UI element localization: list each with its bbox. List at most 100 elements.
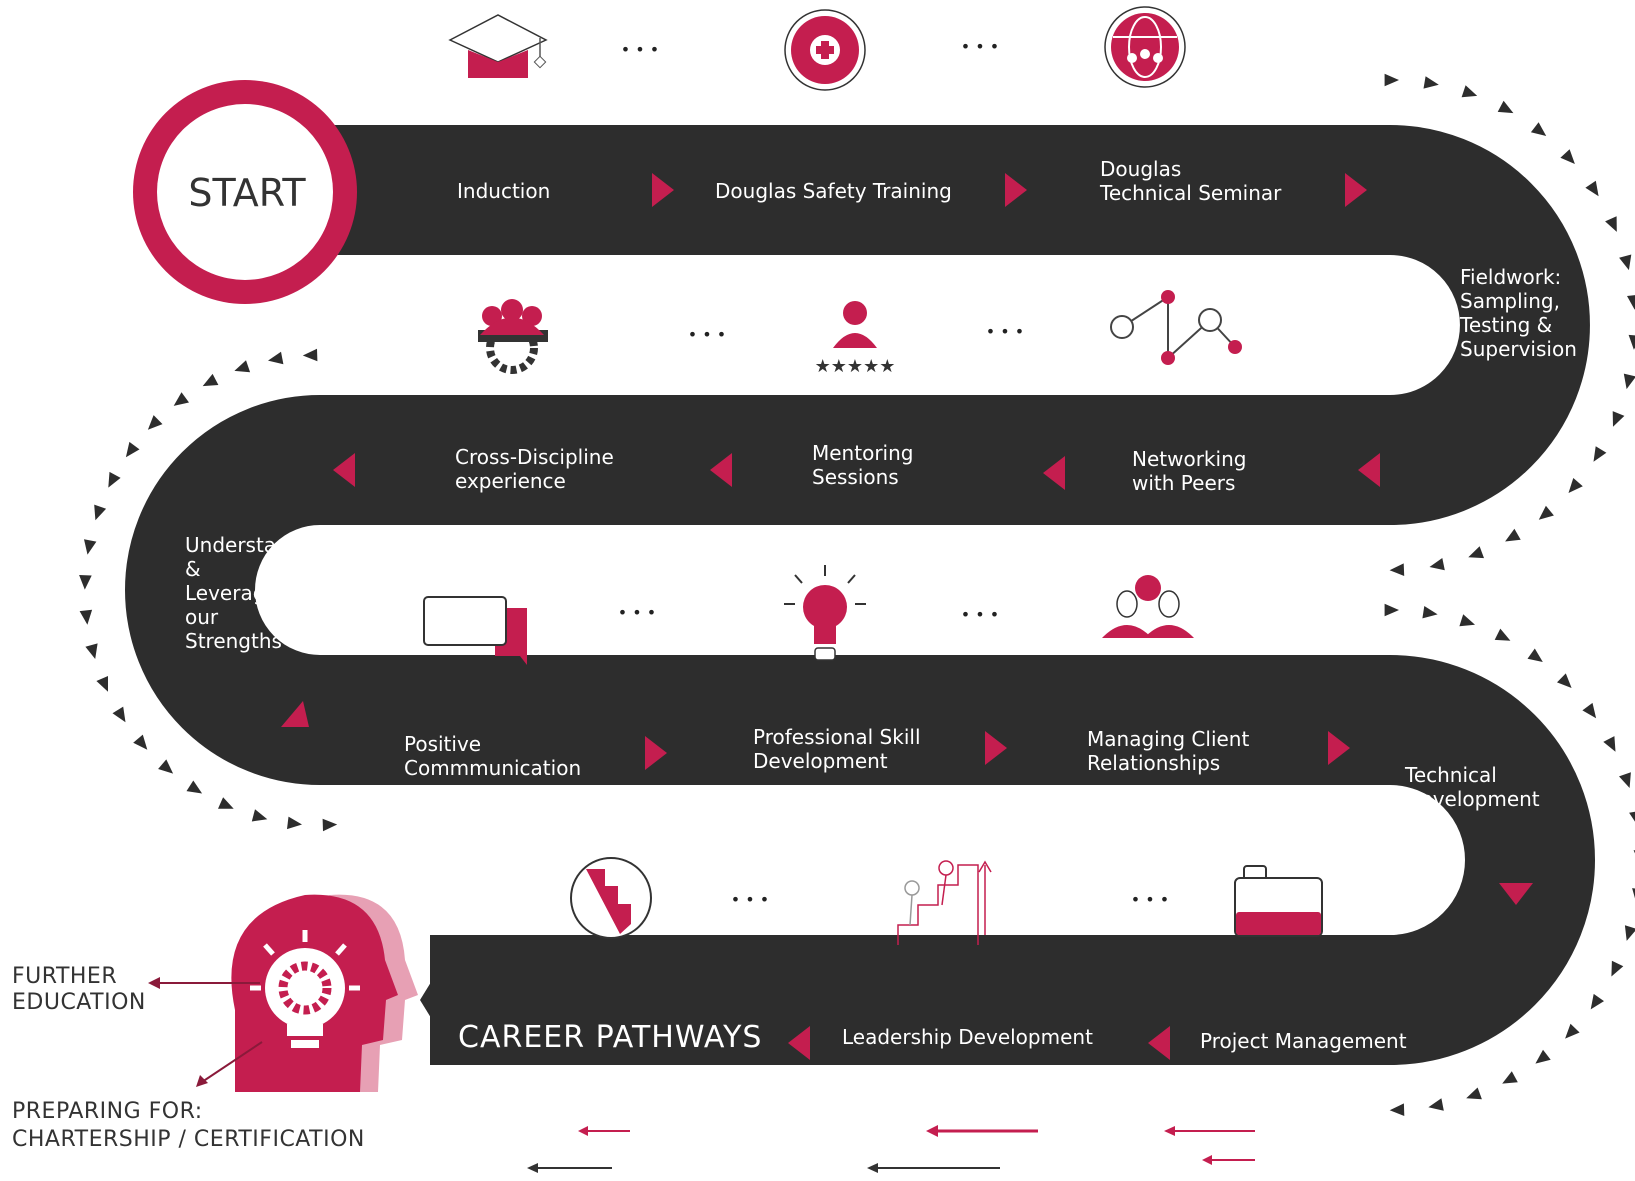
network-nodes-icon [1110, 290, 1242, 365]
tick-mark [1389, 1103, 1405, 1116]
step-label-line: Relationships [1087, 751, 1220, 775]
milestone-icons: ★★★★★ [231, 6, 1323, 1092]
tick-mark [1568, 478, 1583, 493]
step-label-line: Fieldwork: [1460, 265, 1561, 289]
tick-mark [1593, 446, 1607, 462]
direction-arrow [1148, 1026, 1170, 1060]
tick-mark [1468, 546, 1484, 559]
tick-mark [1384, 73, 1399, 87]
tick-mark [302, 348, 318, 362]
step-label-line: Douglas [1100, 157, 1181, 181]
step-label-row1-steps-1: Douglas Safety Training [715, 179, 952, 203]
step-label-row1-steps-0: Induction [457, 179, 550, 203]
step-label-line: Mentoring [812, 441, 913, 465]
direction-arrow [1358, 453, 1380, 487]
tick-mark [1502, 1071, 1518, 1084]
step-label-line: Testing & [1459, 313, 1552, 337]
dots-separator: • • • [731, 890, 769, 909]
direction-arrow [652, 173, 674, 207]
road-end-arrow-tip [420, 935, 460, 1065]
start-marker: START [133, 80, 357, 304]
head-lightbulb-gear-icon [231, 894, 418, 1092]
direction-arrow [1328, 731, 1350, 765]
tick-mark [158, 759, 174, 774]
tick-mark [1429, 558, 1445, 571]
first-aid-icon [784, 9, 866, 91]
climbing-help-icon [897, 860, 992, 945]
team-gear-icon [478, 299, 548, 374]
direction-arrow [645, 736, 667, 770]
tick-mark [125, 441, 140, 458]
dots-separator: • • • [1131, 890, 1169, 909]
tick-mark [202, 373, 219, 387]
outcome-preparing: PREPARING FOR: CHARTERSHIP / CERTIFICATIO… [12, 1041, 365, 1152]
dots-separator: • • • [688, 325, 726, 344]
svg-text:★★★★★: ★★★★★ [815, 356, 896, 377]
step-label-turn1: Fieldwork:Sampling,Testing &Supervision [1459, 265, 1577, 361]
step-label-line: Cross-Discipline [455, 445, 614, 469]
step-label-line: Development [753, 749, 888, 773]
tick-mark [287, 816, 302, 830]
tick-mark [218, 797, 234, 809]
tick-mark [1384, 603, 1399, 617]
step-label-line: Development [1405, 787, 1540, 811]
preparing-line-2: CHARTERSHIP / CERTIFICATION [12, 1127, 365, 1152]
step-label-line: Project Management [1200, 1029, 1407, 1053]
dots-separator: • • • [618, 603, 656, 622]
direction-arrows [281, 173, 1533, 1060]
global-team-icon [1104, 6, 1186, 88]
step-label-line: Douglas Safety Training [715, 179, 952, 203]
tick-mark [79, 575, 92, 590]
graduation-cap-icon [448, 14, 548, 78]
direction-arrow [788, 1026, 810, 1060]
step-label-line: with Peers [1132, 471, 1235, 495]
tick-mark [1497, 100, 1514, 114]
tick-mark [133, 734, 148, 750]
mentor-people-icon [1102, 575, 1194, 638]
dots-separator: • • • [961, 605, 999, 624]
tick-mark [1629, 811, 1635, 822]
tick-mark [234, 360, 251, 373]
tick-mark [1459, 614, 1475, 627]
tick-mark [1619, 254, 1632, 271]
further-line-2: EDUCATION [12, 990, 146, 1015]
tick-mark [1423, 76, 1439, 89]
end-label: CAREER PATHWAYS [458, 1020, 762, 1055]
preparing-line-1: PREPARING FOR: [12, 1099, 203, 1124]
tick-mark [1565, 1023, 1580, 1039]
tick-mark [1389, 563, 1405, 576]
step-label-line: Managing Client [1087, 727, 1249, 751]
bottom-speed-lines [527, 1125, 1255, 1173]
lightbulb-icon [784, 565, 866, 661]
winding-road [125, 125, 1595, 1065]
tick-mark [1627, 295, 1635, 310]
tick-mark [1611, 960, 1624, 977]
step-label-line: Induction [457, 179, 550, 203]
tick-mark [1505, 528, 1521, 542]
tick-mark [147, 415, 163, 430]
tick-mark [186, 780, 203, 794]
direction-arrow [1043, 456, 1065, 490]
direction-arrow [985, 731, 1007, 765]
step-label-line: & [185, 557, 201, 581]
tick-mark [1466, 1087, 1482, 1100]
tick-mark [268, 351, 284, 365]
tick-mark [1538, 505, 1554, 520]
tick-mark [1560, 149, 1575, 164]
step-label-line: Understanding [185, 533, 332, 557]
direction-arrow [281, 701, 309, 727]
tick-mark [1527, 648, 1543, 662]
tick-mark [79, 609, 93, 625]
tick-mark [1461, 85, 1478, 98]
decorative-tick-marks [79, 73, 1635, 1116]
step-label-line: Commmunication [404, 756, 581, 780]
